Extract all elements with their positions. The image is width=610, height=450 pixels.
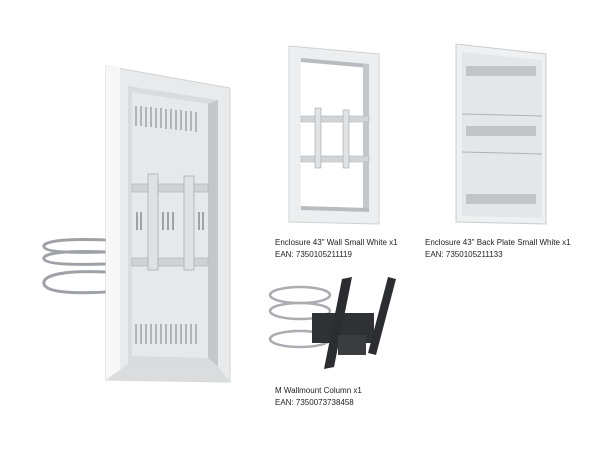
product-caption-enclosure-wall: Enclosure 43" Wall Small White x1 EAN: 7… bbox=[275, 237, 398, 261]
product-ean: EAN: 7350105211119 bbox=[275, 250, 352, 259]
product-ean: EAN: 7350073738458 bbox=[275, 398, 354, 407]
pole-clamp-bands bbox=[42, 238, 107, 295]
product-caption-back-plate: Enclosure 43" Back Plate Small White x1 … bbox=[425, 237, 571, 261]
product-name: Enclosure 43" Wall Small White x1 bbox=[275, 238, 398, 247]
enclosure-back-plate-image bbox=[452, 42, 552, 227]
enclosure-wall-frame-image bbox=[285, 44, 385, 226]
product-name: M Wallmount Column x1 bbox=[275, 386, 362, 395]
assembled-enclosure-image bbox=[40, 62, 240, 387]
product-caption-wallmount-column: M Wallmount Column x1 EAN: 7350073738458 bbox=[275, 385, 362, 409]
product-ean: EAN: 7350105211133 bbox=[425, 250, 503, 259]
product-name: Enclosure 43" Back Plate Small White x1 bbox=[425, 238, 571, 247]
wallmount-column-image bbox=[264, 275, 404, 375]
